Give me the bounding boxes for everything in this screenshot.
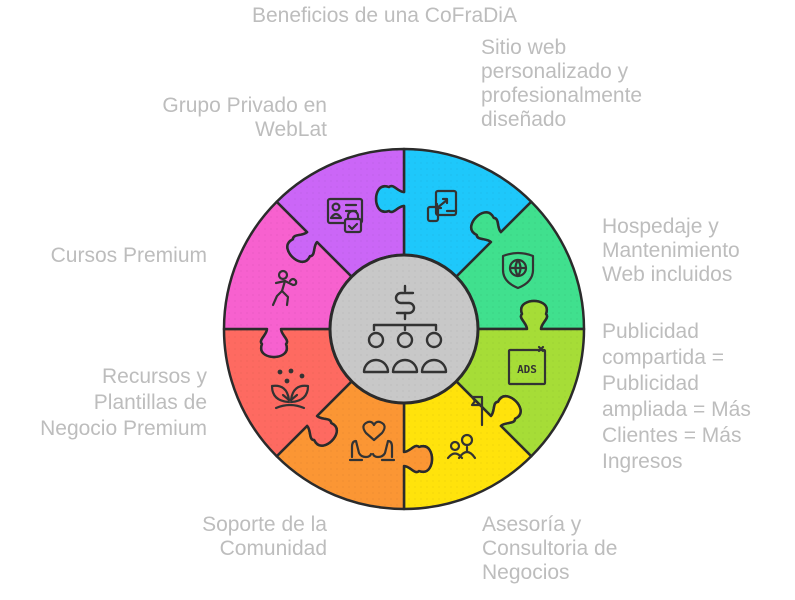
label-publicidad: Publicidad compartida = Publicidad ampli… <box>602 319 751 475</box>
label-line: Hospedaje y <box>602 215 719 238</box>
ads-icon: ADS <box>507 345 547 386</box>
label-line: personalizado y <box>481 60 629 83</box>
piece-texture <box>276 149 404 277</box>
mentor-flag-icon <box>446 395 484 460</box>
label-recursos: Recursos y Plantillas de Negocio Premium <box>40 364 207 442</box>
label-line: Sitio web <box>481 36 567 59</box>
label-line: Consultoria de <box>482 537 618 560</box>
diagram-title: Beneficios de una CoFraDiA <box>252 4 517 27</box>
responsive-devices-icon <box>426 189 458 223</box>
label-line: Asesoría y <box>482 513 582 536</box>
label-hospedaje: Hospedaje y Mantenimiento Web incluidos <box>602 215 740 287</box>
label-asesoria: Asesoría y Consultoria de Negocios <box>482 513 617 585</box>
label-line: ampliada = Más <box>602 398 751 421</box>
id-card-lock-icon <box>326 197 364 234</box>
money-hierarchy-icon <box>362 284 448 374</box>
label-line: Comunidad <box>219 537 327 560</box>
label-line: Cursos Premium <box>50 244 207 267</box>
label-line: Clientes = Más <box>602 424 742 447</box>
label-line: Mantenimiento <box>602 239 740 262</box>
piece-texture <box>376 149 532 277</box>
label-line: Grupo Privado en <box>162 94 327 117</box>
label-line: Recursos y <box>101 365 207 388</box>
label-line: Negocios <box>482 561 570 584</box>
label-line: compartida = <box>602 346 724 369</box>
plant-growth-icon <box>270 368 310 410</box>
label-line: WebLat <box>255 118 327 141</box>
label-line: Ingresos <box>602 450 683 473</box>
piece-texture <box>224 201 352 357</box>
piece-texture <box>276 381 432 509</box>
label-soporte: Soporte de la Comunidad <box>202 513 327 561</box>
label-grupo: Grupo Privado en WebLat <box>162 94 327 142</box>
label-line: Plantillas de <box>93 391 207 414</box>
shield-globe-icon <box>501 251 535 290</box>
label-line: profesionalmente <box>481 84 643 107</box>
label-line: Publicidad <box>602 372 699 395</box>
piece-texture <box>456 301 584 457</box>
hands-heart-icon <box>348 420 396 462</box>
label-line: Negocio Premium <box>40 417 207 440</box>
label-line: Publicidad <box>602 320 699 343</box>
label-line: Web incluidos <box>602 263 733 286</box>
training-person-icon <box>271 269 298 307</box>
svg-text:ADS: ADS <box>517 363 537 376</box>
label-cursos: Cursos Premium <box>51 244 207 268</box>
label-line: diseñado <box>481 108 567 131</box>
label-line: Soporte de la <box>202 513 327 536</box>
center-hub <box>328 253 480 405</box>
label-sitio-web: Sitio web personalizado y profesionalmen… <box>481 36 642 132</box>
